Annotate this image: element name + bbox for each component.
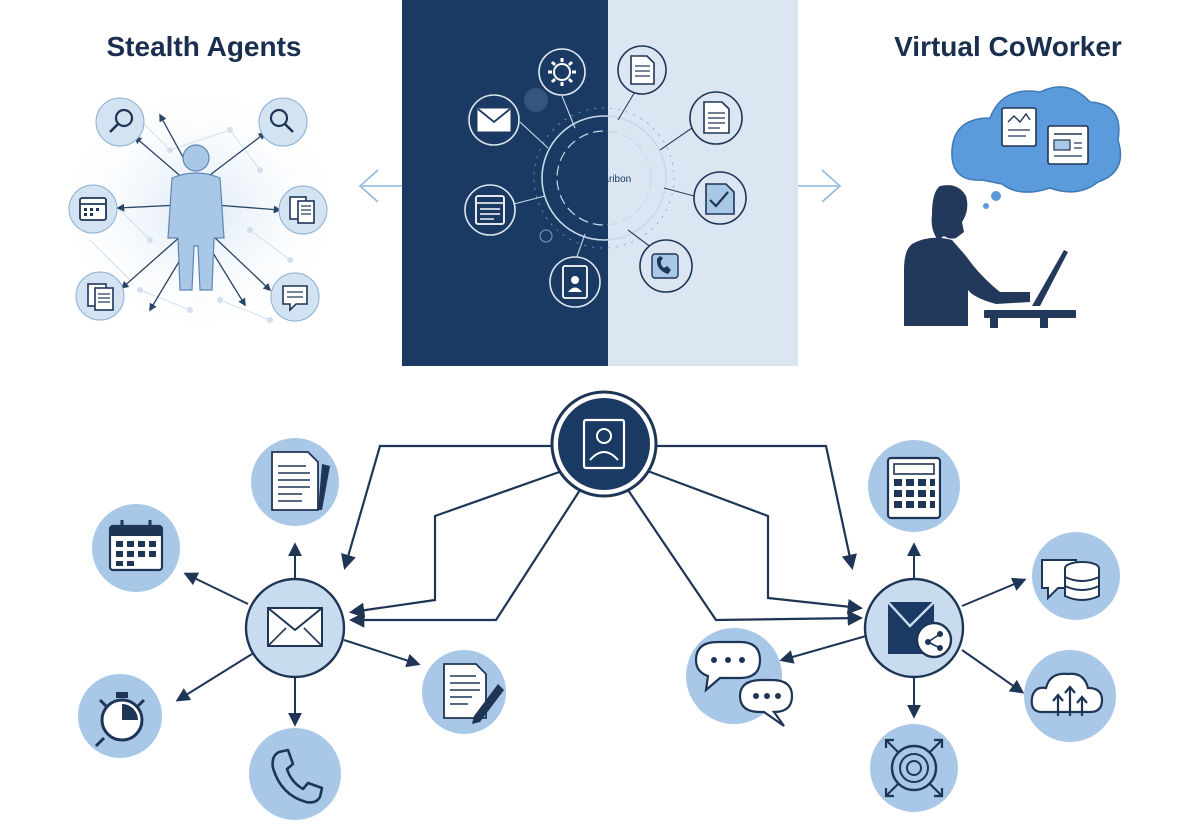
search-icon [258,97,308,147]
comparison-panel: Comparibon [402,0,798,366]
gear-icon [538,48,586,96]
document-icon [689,91,743,145]
phone-icon[interactable] [249,728,341,820]
stopwatch-icon[interactable] [78,674,162,758]
network-connectors [341,444,864,628]
calculator-icon[interactable] [868,440,960,532]
search-icon [95,97,145,147]
calendar-icon [68,184,118,234]
stealth-agents-cluster [50,80,350,340]
chat-bubbles-icon[interactable] [686,628,794,727]
documents-icon [75,271,125,321]
database-chat-icon[interactable] [1032,532,1120,620]
document-icon [617,45,667,95]
left-hub-arrows [175,542,421,727]
envelope-icon [468,94,520,146]
title-stealth-agents: Stealth Agents [107,31,302,62]
person-silhouette-icon [167,144,225,291]
documents-icon [278,185,328,235]
chat-document-icon [270,272,320,322]
comparison-label: Comparibon [577,174,631,185]
envelope-hub-icon[interactable] [244,577,346,679]
virtual-coworker-scene [904,86,1122,328]
document-pen-icon[interactable] [422,650,506,734]
form-icon [464,184,516,236]
person-at-laptop-icon [904,185,1076,328]
checklist-icon [693,171,747,225]
chart-card-icon [1047,125,1089,165]
chart-card-icon [1001,107,1037,147]
title-virtual-coworker: Virtual CoWorker [894,31,1122,62]
badge-icon [549,256,601,308]
mail-share-hub-icon[interactable] [863,577,965,679]
right-hub-arrows [779,542,1027,719]
user-profile-icon[interactable] [550,390,658,498]
target-icon[interactable] [870,724,958,812]
calendar-icon[interactable] [92,504,180,592]
phone-icon [639,239,693,293]
cloud-upload-icon[interactable] [1024,650,1116,742]
thought-cloud-icon [951,86,1122,209]
document-pen-icon[interactable] [251,438,339,526]
